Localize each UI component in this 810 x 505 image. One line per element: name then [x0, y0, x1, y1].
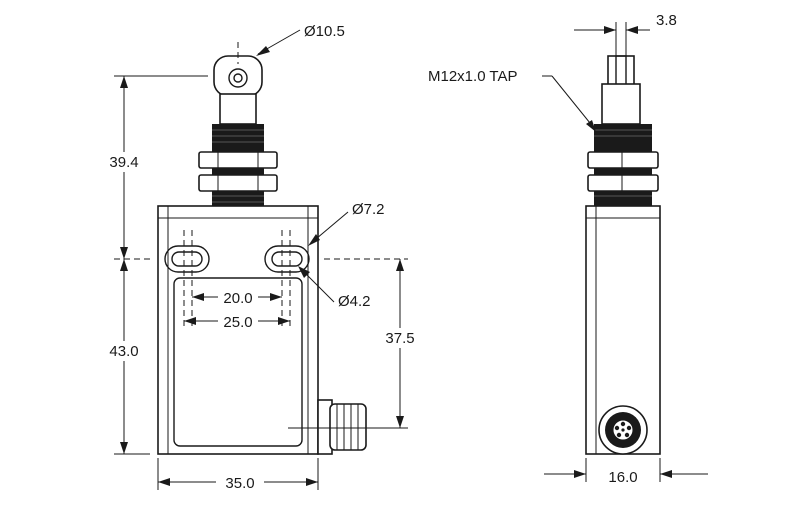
upper-nut: [198, 151, 278, 169]
dim-body-height: 43.0: [109, 343, 138, 360]
mounting-slot-left: [164, 245, 210, 273]
dim-slot-inner-diameter: Ø4.2: [338, 293, 371, 310]
dim-plunger-width: 3.8: [656, 12, 677, 29]
cable-gland: [317, 399, 367, 455]
dim-slot-outer-diameter: Ø7.2: [352, 201, 385, 218]
side-view: 3.8 M12x1.0 TAP 16.0: [428, 12, 708, 486]
side-lower-nut: [587, 174, 659, 192]
mounting-slot-right: [264, 245, 310, 273]
dim-hole-spacing-inner: 20.0: [223, 290, 252, 307]
body-face-plate: [173, 277, 303, 447]
front-view: 39.4 43.0 Ø10.5 Ø7.2 Ø4.2 20.0 25.0: [96, 23, 424, 492]
lower-nut: [198, 174, 278, 192]
connector: [598, 405, 648, 455]
side-upper-nut: [587, 151, 659, 169]
dim-side-thickness: 16.0: [608, 469, 637, 486]
dim-hole-spacing-outer: 25.0: [223, 314, 252, 331]
dim-roller-diameter: Ø10.5: [304, 23, 345, 40]
thread-callout: M12x1.0 TAP: [428, 68, 518, 85]
dim-body-width: 35.0: [225, 475, 254, 492]
dim-mount-to-bottom: 37.5: [385, 330, 414, 347]
dim-upper-height: 39.4: [109, 154, 138, 171]
plunger: [219, 93, 257, 125]
